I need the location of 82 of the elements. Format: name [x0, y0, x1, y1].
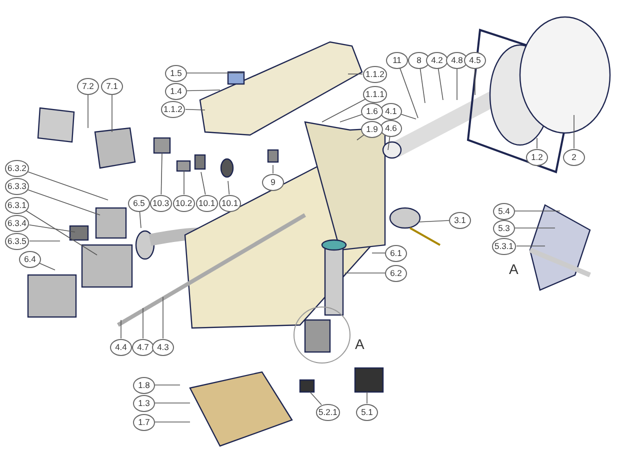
callout-number: 10.1 — [218, 194, 242, 212]
callout-number: 1.7 — [133, 414, 155, 430]
leader-line — [310, 392, 322, 406]
leader-line — [120, 320, 122, 339]
callout-number: 6.4 — [19, 250, 41, 268]
callout-number: 5.2.1 — [316, 404, 340, 420]
callout-number: 10.2 — [172, 194, 196, 212]
leader-line — [340, 114, 362, 122]
callout-number: 7.2 — [77, 78, 99, 94]
leader-line — [29, 240, 60, 242]
leader-line — [154, 402, 190, 404]
leader-line — [154, 384, 180, 386]
callout-number: 8 — [408, 52, 430, 68]
callout-number: 4.8 — [446, 52, 468, 68]
leader-line — [366, 392, 368, 404]
callout-number: 9 — [262, 174, 284, 190]
leader-line — [536, 138, 538, 149]
callout-number: 1.1.2 — [160, 100, 186, 118]
callout-number: 2 — [563, 148, 585, 166]
callout-number: 10.3 — [150, 194, 172, 212]
leader-line — [186, 72, 244, 74]
callout-number: 5.3 — [493, 220, 515, 236]
leader-line — [456, 68, 458, 100]
leader-line — [28, 172, 108, 200]
callout-number: 10.1 — [196, 194, 218, 212]
leader-line — [514, 210, 560, 212]
detail-letter: A — [355, 336, 364, 352]
callout-number: 5.3.1 — [492, 238, 516, 254]
callout-number: 4.1 — [380, 102, 402, 120]
callout-number: 4.7 — [132, 338, 154, 356]
leader-line — [418, 220, 450, 222]
callout-number: 1.1.2 — [362, 66, 388, 82]
callout-number: 6.3.1 — [4, 196, 30, 214]
leader-line — [388, 136, 390, 150]
callout-number: 6.3.5 — [4, 232, 30, 250]
detail-letter: A — [509, 261, 518, 277]
leader-line — [28, 189, 100, 216]
callout-number: 4.2 — [426, 52, 448, 68]
callout-number: 11 — [386, 52, 408, 68]
leader-line — [474, 68, 476, 96]
leader-line — [356, 134, 364, 140]
leader-line — [139, 211, 142, 228]
leader-line — [200, 172, 206, 195]
callout-number: 1.3 — [133, 394, 155, 412]
leader-line — [28, 224, 76, 232]
leader-line — [142, 308, 144, 339]
leader-line — [160, 152, 162, 195]
leader-line — [39, 262, 56, 270]
leader-line — [420, 68, 426, 104]
callout-number: 6.2 — [385, 264, 407, 282]
callout-number: 4.5 — [464, 52, 486, 68]
leader-line — [400, 114, 416, 120]
callout-number: 6.3.4 — [4, 214, 30, 232]
leader-line — [228, 180, 230, 195]
callout-number: 4.6 — [380, 120, 402, 136]
callout-number: 1.6 — [361, 102, 383, 120]
leader-line — [400, 68, 418, 118]
callout-number: 6.3.3 — [4, 178, 30, 194]
callout-number: 6.5 — [128, 194, 150, 212]
callout-number: 4.4 — [110, 338, 132, 356]
callout-number: 5.1 — [356, 404, 378, 420]
leader-line — [186, 90, 220, 92]
leader-line — [26, 210, 98, 256]
callout-number: 5.4 — [493, 202, 515, 220]
callout-number: 4.3 — [152, 338, 174, 356]
callout-number: 7.1 — [101, 78, 123, 94]
callout-number: 6.1 — [385, 244, 407, 262]
leader-line — [438, 68, 444, 100]
callout-number: 3.1 — [449, 212, 471, 228]
leader-line — [162, 296, 164, 339]
callout-number: 1.5 — [165, 64, 187, 82]
callout-number: 1.9 — [361, 120, 383, 138]
leader-line — [322, 98, 366, 122]
leader-line — [372, 252, 386, 254]
leader-line — [344, 272, 386, 274]
callout-number: 1.1.1 — [362, 86, 388, 102]
callout-number: 1.4 — [165, 82, 187, 100]
leader-line — [272, 164, 274, 174]
callout-number: 1.2 — [526, 148, 548, 166]
callout-number: 1.8 — [133, 376, 155, 394]
leader-line — [185, 109, 206, 110]
callout-number: 6.3.2 — [4, 160, 30, 176]
